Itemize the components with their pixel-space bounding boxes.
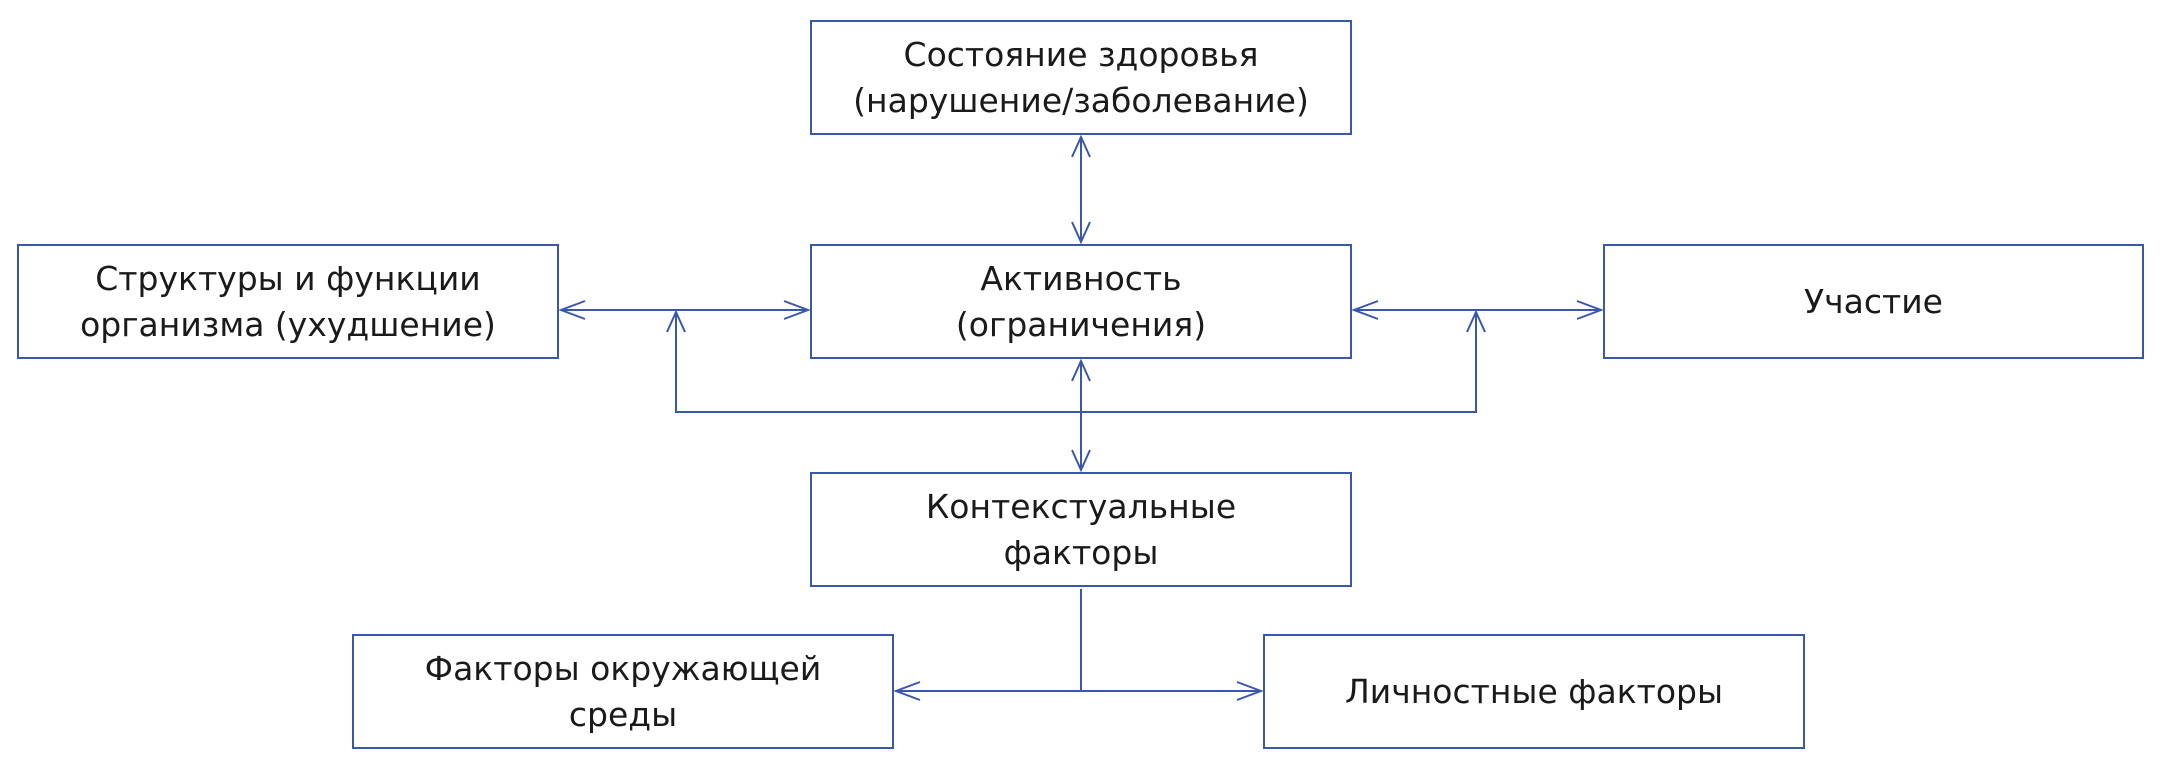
node-personal-factors: Личностные факторы bbox=[1263, 634, 1805, 749]
node-activity-line1: Активность bbox=[980, 258, 1182, 298]
arrowhead-right-activity bbox=[783, 300, 811, 320]
node-environmental-factors: Факторы окружающей среды bbox=[352, 634, 894, 749]
node-structure-line2: организма (ухудшение) bbox=[80, 304, 496, 344]
node-environment-line1: Факторы окружающей bbox=[424, 648, 822, 688]
arrowhead-right-participation bbox=[1576, 300, 1604, 320]
arrowhead-right-personal bbox=[1236, 681, 1264, 701]
arrowhead-left-structure bbox=[558, 300, 586, 320]
node-health-condition: Состояние здоровья (нарушение/заболевани… bbox=[810, 20, 1352, 135]
arrowhead-up-activity bbox=[1071, 358, 1091, 382]
node-participation-line1: Участие bbox=[1804, 281, 1943, 321]
node-participation: Участие bbox=[1603, 244, 2144, 359]
node-health-line1: Состояние здоровья bbox=[903, 34, 1259, 74]
connector-loop-right bbox=[1081, 312, 1477, 413]
arrowhead-up-loop-right bbox=[1466, 309, 1486, 333]
node-activity-line2: (ограничения) bbox=[955, 304, 1207, 344]
arrowhead-up-health bbox=[1071, 134, 1091, 158]
node-environment-line2: среды bbox=[568, 694, 678, 734]
arrowhead-up-loop-left bbox=[666, 309, 686, 333]
node-health-line2: (нарушение/заболевание) bbox=[853, 80, 1309, 120]
arrowhead-left-environment bbox=[893, 681, 921, 701]
arrowhead-down-context bbox=[1071, 449, 1091, 473]
node-personal-line1: Личностные факторы bbox=[1344, 671, 1724, 711]
node-context-line1: Контекстуальные bbox=[925, 486, 1237, 526]
arrowhead-down-activity bbox=[1071, 221, 1091, 245]
connector-loop-left bbox=[675, 312, 1081, 413]
node-body-structures: Структуры и функции организма (ухудшение… bbox=[17, 244, 559, 359]
node-activity: Активность (ограничения) bbox=[810, 244, 1352, 359]
arrowhead-left-activity bbox=[1351, 300, 1379, 320]
node-contextual-factors: Контекстуальные факторы bbox=[810, 472, 1352, 587]
node-context-line2: факторы bbox=[1003, 532, 1159, 572]
node-structure-line1: Структуры и функции bbox=[95, 258, 481, 298]
